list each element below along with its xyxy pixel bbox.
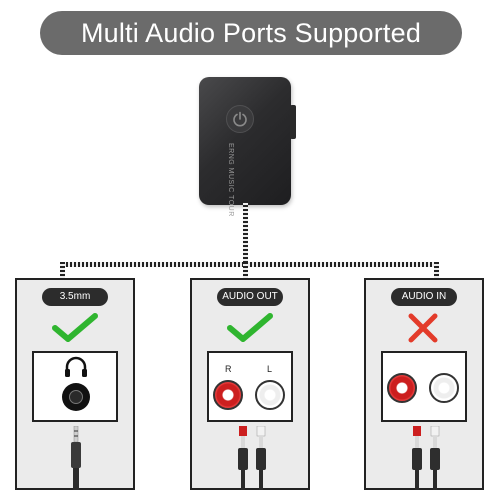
rca-white-port	[429, 373, 459, 403]
port-label-pill: AUDIO IN	[391, 288, 457, 306]
split-cable	[62, 262, 438, 267]
panel-3-5mm: 3.5mm	[15, 278, 135, 490]
rca-right-label: R	[225, 364, 232, 374]
cable-drop-left	[60, 262, 65, 280]
cross-icon	[408, 313, 438, 343]
port-box-3-5mm	[32, 351, 118, 422]
rca-red-port	[387, 373, 417, 403]
port-label-pill: 3.5mm	[42, 288, 108, 306]
main-cable	[243, 203, 248, 263]
port-box-rca	[381, 351, 467, 422]
panel-audio-in: AUDIO IN	[364, 278, 484, 490]
bluetooth-transmitter-device: ERNG MUSIC TOUR	[199, 77, 296, 217]
rca-white-port	[255, 380, 285, 410]
cable-drop-right	[434, 262, 439, 280]
panel-audio-out: AUDIO OUT R L	[190, 278, 310, 490]
cable-drop-center	[243, 262, 248, 280]
rca-left-label: L	[267, 364, 273, 374]
power-icon	[233, 111, 247, 127]
checkmark-icon	[52, 313, 98, 342]
headphones-icon	[65, 356, 87, 377]
3-5mm-plug-icon	[71, 426, 81, 490]
side-switch	[290, 105, 296, 139]
headphone-jack	[62, 383, 90, 411]
device-brand-label: ERNG MUSIC TOUR	[227, 143, 234, 217]
checkmark-icon	[227, 313, 273, 342]
title-banner: Multi Audio Ports Supported	[40, 11, 462, 55]
power-button	[226, 105, 254, 133]
port-box-rca: R L	[207, 351, 293, 422]
rca-red-port	[213, 380, 243, 410]
port-label-pill: AUDIO OUT	[217, 288, 283, 306]
rca-plugs-icon	[238, 426, 266, 490]
rca-plugs-icon	[412, 426, 440, 490]
